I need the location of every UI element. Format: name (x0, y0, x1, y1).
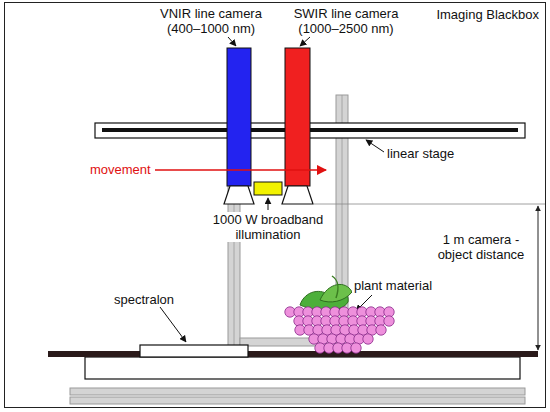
camera-label: SWIR line camera (1000–2500 nm) (290, 6, 402, 36)
base-rail (70, 397, 525, 404)
grape (351, 343, 361, 353)
base-rail (70, 388, 525, 395)
movement-arrow (155, 169, 326, 171)
enclosure-title: Imaging Blackbox (436, 7, 539, 22)
grape (363, 334, 373, 344)
vnir-camera (227, 48, 251, 186)
leaf (320, 284, 352, 301)
illumination-lamp (254, 182, 282, 195)
platform (48, 351, 538, 357)
leader-arrow (228, 37, 236, 46)
dimension-label: 1 m camera - object distance (432, 232, 530, 262)
grape (384, 316, 394, 326)
table (85, 357, 520, 379)
illumination-label: 1000 W broadband illumination (207, 212, 329, 242)
dimension-extension (314, 204, 546, 205)
spectralon-label: spectralon (112, 292, 192, 307)
leader-arrow (160, 307, 186, 342)
dimension-line (538, 206, 539, 350)
movement-label: movement (88, 162, 154, 177)
stage-label: linear stage (385, 146, 475, 161)
leader-arrow (366, 140, 384, 152)
blackbox-enclosure: Imaging Blackbox (4, 2, 546, 408)
swir-camera (285, 48, 310, 186)
camera-label: VNIR line camera (400–1000 nm) (155, 6, 267, 36)
leader-arrow (300, 37, 310, 46)
spectralon-panel (140, 345, 248, 357)
tendril (332, 276, 338, 298)
leader-arrow (268, 198, 269, 210)
vnir-lens (224, 186, 254, 204)
swir-lens (282, 186, 313, 204)
grape (376, 325, 386, 335)
plant-label: plant material (352, 278, 452, 293)
